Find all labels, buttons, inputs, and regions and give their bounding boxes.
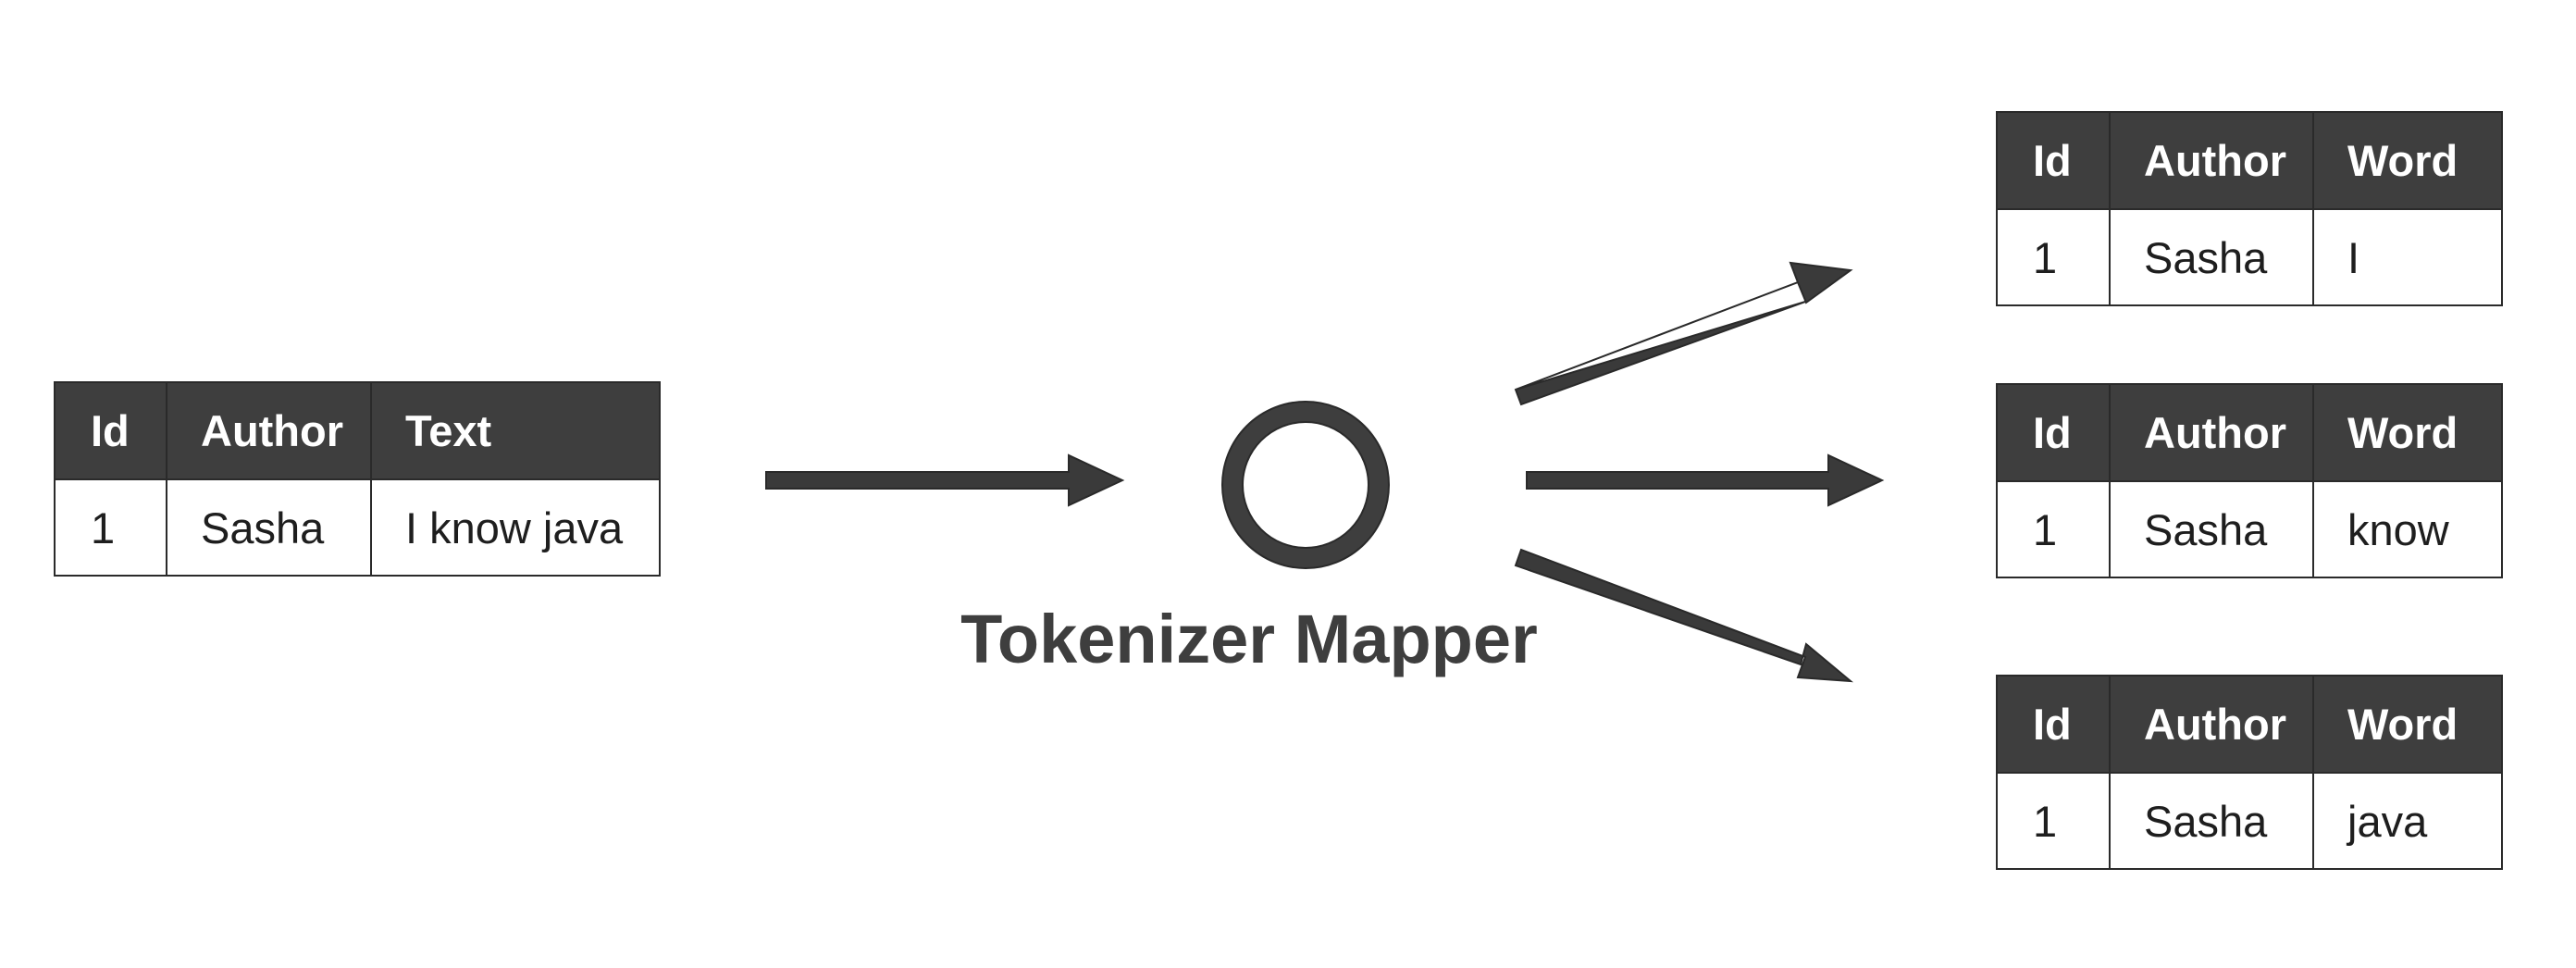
output-header-word: Word (2312, 675, 2503, 774)
output-cell-author: Sasha (2109, 480, 2314, 578)
input-cell-text: I know java (370, 478, 661, 577)
output-table-header-row: Id Author Word (1996, 675, 2503, 774)
output-table-header-row: Id Author Word (1996, 383, 2503, 482)
output-table-row: 1 Sasha I (1996, 208, 2503, 306)
output-cell-id: 1 (1996, 208, 2111, 306)
ring-outer-edge (1221, 401, 1390, 569)
input-header-id: Id (54, 381, 167, 480)
circle-ring-icon (1222, 402, 1389, 568)
output-header-id: Id (1996, 675, 2111, 774)
arrow-down-right-icon (1514, 548, 1854, 683)
input-table: Id Author Text 1 Sasha I know java (54, 381, 661, 577)
output-table-2: Id Author Word 1 Sasha know (1996, 383, 2503, 578)
arrow-right-icon (1526, 453, 1885, 507)
output-table-1: Id Author Word 1 Sasha I (1996, 111, 2503, 306)
arrow-right-icon (765, 453, 1125, 507)
input-table-header-row: Id Author Text (54, 381, 661, 480)
mapper-label: Tokenizer Mapper (960, 601, 1538, 677)
output-cell-id: 1 (1996, 772, 2111, 870)
output-header-id: Id (1996, 111, 2111, 210)
output-table-3: Id Author Word 1 Sasha java (1996, 675, 2503, 870)
input-table-row: 1 Sasha I know java (54, 478, 661, 577)
input-header-text: Text (370, 381, 661, 480)
input-header-author: Author (166, 381, 372, 480)
output-header-word: Word (2312, 383, 2503, 482)
ring-inner-edge (1242, 421, 1369, 549)
output-header-word: Word (2312, 111, 2503, 210)
output-cell-id: 1 (1996, 480, 2111, 578)
input-cell-id: 1 (54, 478, 167, 577)
output-cell-word: I (2312, 208, 2503, 306)
output-table-row: 1 Sasha know (1996, 480, 2503, 578)
output-header-id: Id (1996, 383, 2111, 482)
output-header-author: Author (2109, 383, 2314, 482)
input-cell-author: Sasha (166, 478, 372, 577)
output-table-header-row: Id Author Word (1996, 111, 2503, 210)
output-header-author: Author (2109, 111, 2314, 210)
output-cell-word: java (2312, 772, 2503, 870)
arrow-up-right-icon (1514, 261, 1853, 406)
output-header-author: Author (2109, 675, 2314, 774)
output-cell-author: Sasha (2109, 772, 2314, 870)
output-cell-author: Sasha (2109, 208, 2314, 306)
output-table-row: 1 Sasha java (1996, 772, 2503, 870)
output-cell-word: know (2312, 480, 2503, 578)
